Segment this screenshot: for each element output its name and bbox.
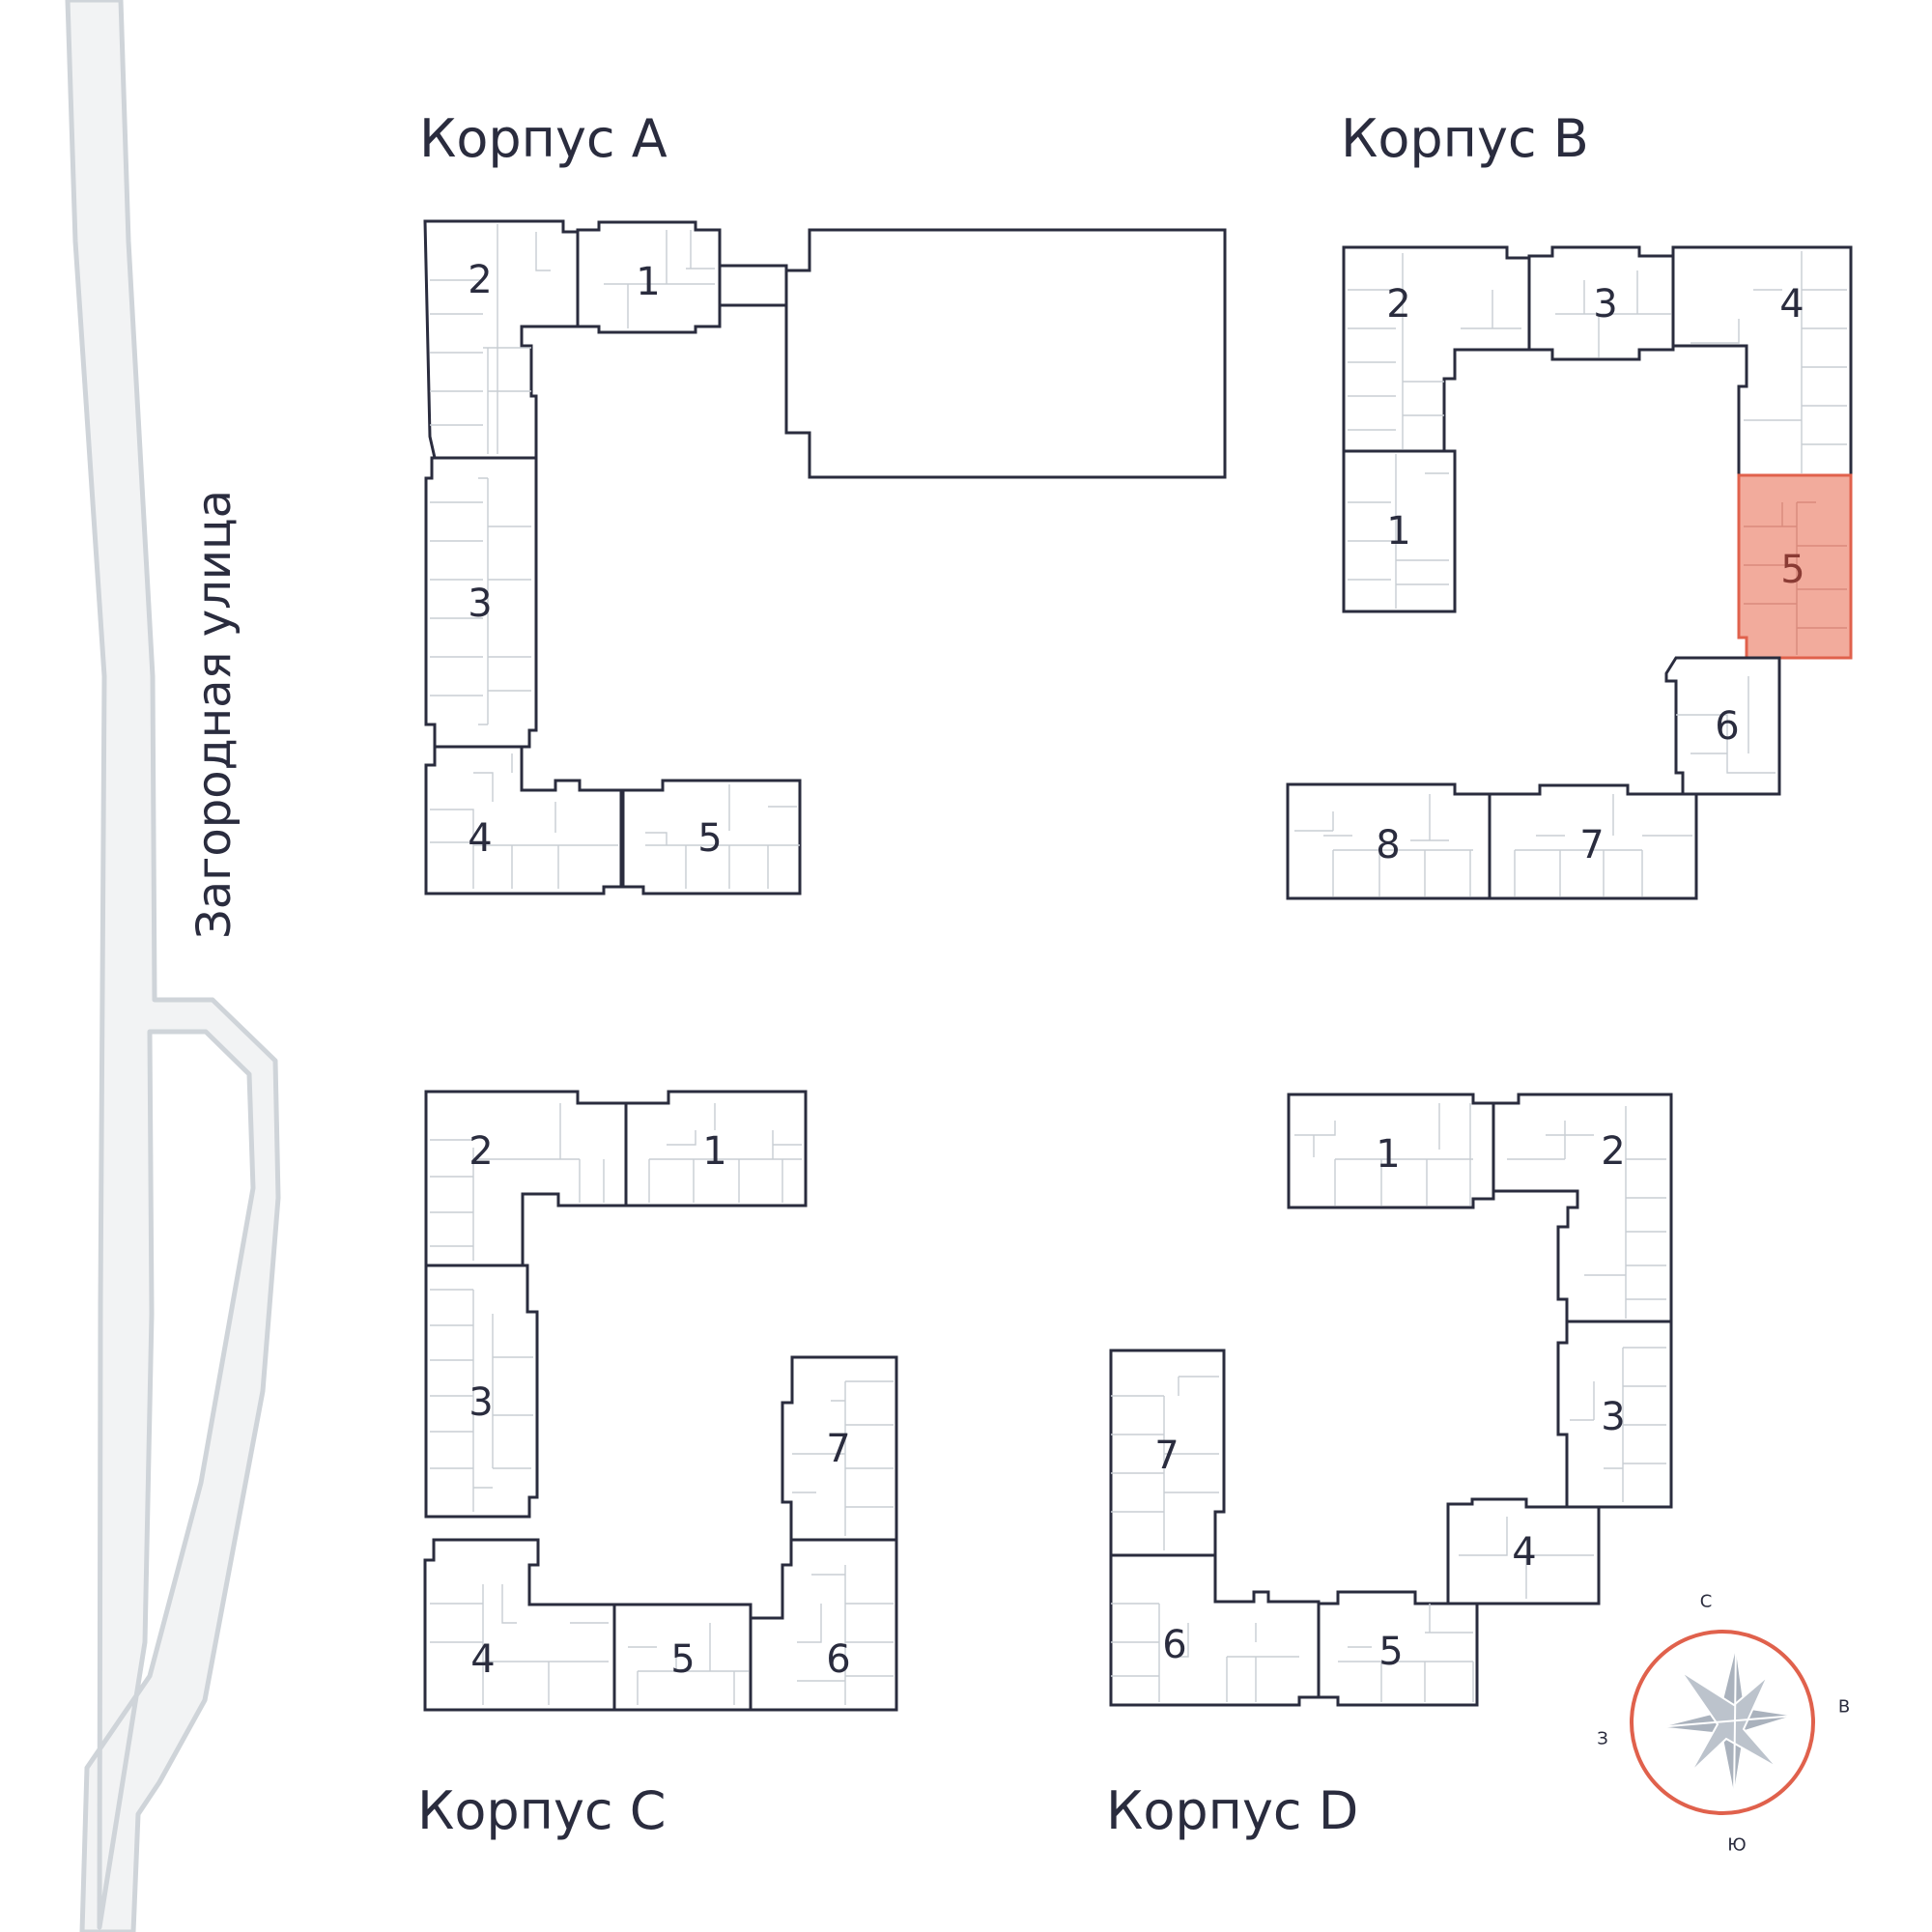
connector-a (718, 264, 788, 307)
section-c-3-rooms (430, 1289, 533, 1512)
section-c-1-rooms (648, 1103, 802, 1203)
section-d-5[interactable] (1317, 1590, 1479, 1707)
section-d-3[interactable] (1556, 1320, 1673, 1509)
section-c-4-rooms (430, 1584, 609, 1705)
compass-west: З (1597, 1729, 1608, 1749)
section-c-4-number: 4 (470, 1637, 495, 1682)
section-d-5-number: 5 (1378, 1630, 1403, 1674)
corpus-a: 2 1 3 4 5 (423, 219, 1227, 895)
section-c-4[interactable] (423, 1538, 616, 1712)
section-d-1-number: 1 (1376, 1132, 1400, 1177)
section-c-6-number: 6 (826, 1637, 850, 1682)
section-d-5-rooms (1338, 1604, 1474, 1702)
section-d-3-number: 3 (1601, 1395, 1625, 1439)
corpus-c: 2 1 3 4 5 6 7 (423, 1090, 898, 1712)
corpus-a-title: Корпус A (419, 108, 668, 169)
road-zagorodnaya (65, 0, 281, 1932)
compass-north: С (1700, 1592, 1713, 1612)
corpus-d: 1 2 3 4 5 6 7 (1109, 1093, 1673, 1707)
section-d-7-number: 7 (1154, 1434, 1179, 1478)
section-d-2[interactable] (1492, 1093, 1673, 1323)
corpus-c-title: Корпус C (417, 1780, 666, 1841)
section-c-3-number: 3 (469, 1380, 493, 1425)
section-d-7-rooms (1111, 1376, 1219, 1550)
section-a-5[interactable] (621, 779, 802, 895)
section-a-4[interactable] (424, 745, 623, 895)
section-a-1-number: 1 (636, 260, 660, 304)
section-c-1-number: 1 (702, 1129, 726, 1174)
section-a-5-number: 5 (697, 816, 722, 861)
section-a-1-rooms (604, 230, 715, 328)
corpus-d-title: Корпус D (1106, 1780, 1358, 1841)
section-c-6[interactable] (749, 1538, 898, 1712)
section-d-1-rooms (1294, 1103, 1473, 1206)
section-a-1[interactable] (576, 220, 722, 334)
section-c-7-rooms (792, 1380, 894, 1536)
section-a-5-rooms (645, 784, 800, 889)
section-b-4-rooms (1690, 251, 1847, 473)
section-a-4-rooms (430, 753, 618, 889)
section-b-2-rooms (1348, 253, 1521, 449)
section-d-4[interactable] (1446, 1497, 1601, 1605)
section-b-7-rooms (1514, 794, 1692, 896)
section-d-6-rooms (1111, 1603, 1299, 1702)
section-b-4-number: 4 (1779, 282, 1804, 327)
section-c-3[interactable] (424, 1264, 539, 1519)
section-b-8[interactable] (1286, 782, 1492, 900)
compass-ring (1630, 1630, 1815, 1815)
section-c-7[interactable] (781, 1355, 898, 1542)
section-c-5-rooms (628, 1623, 749, 1705)
section-c-2-rooms (430, 1103, 605, 1261)
section-a-3-rooms (430, 477, 531, 725)
compass-east: В (1838, 1697, 1850, 1718)
section-b-4[interactable] (1671, 245, 1853, 477)
compass: С В Ю З (1597, 1592, 1850, 1856)
section-b-1-number: 1 (1386, 509, 1410, 554)
corpus-b-title: Корпус B (1341, 108, 1589, 169)
section-a-3-number: 3 (468, 582, 492, 626)
section-b-1-rooms (1348, 454, 1449, 609)
section-b-6[interactable] (1664, 656, 1781, 796)
building-large-block (784, 228, 1227, 479)
section-c-7-number: 7 (826, 1427, 850, 1471)
section-c-1[interactable] (624, 1090, 808, 1208)
section-b-5-rooms (1744, 501, 1847, 655)
section-b-6-rooms (1676, 676, 1776, 774)
section-b-3-rooms (1555, 270, 1671, 357)
section-c-2[interactable] (424, 1090, 628, 1267)
section-c-6-rooms (797, 1565, 894, 1705)
section-b-3-number: 3 (1593, 282, 1617, 327)
section-d-2-rooms (1507, 1106, 1666, 1319)
section-d-4-rooms (1459, 1517, 1594, 1599)
section-d-3-rooms (1570, 1347, 1666, 1502)
section-b-6-number: 6 (1715, 704, 1739, 749)
compass-south: Ю (1727, 1835, 1746, 1856)
section-b-2[interactable] (1342, 245, 1531, 453)
section-c-2-number: 2 (469, 1129, 493, 1174)
corpus-b: 2 1 3 4 5 6 7 8 (1286, 245, 1853, 900)
section-b-7-number: 7 (1579, 823, 1604, 867)
section-d-6[interactable] (1109, 1553, 1321, 1707)
section-b-8-rooms (1294, 794, 1473, 896)
section-d-1[interactable] (1287, 1093, 1495, 1209)
section-d-4-number: 4 (1512, 1530, 1536, 1575)
compass-lines (1657, 1644, 1796, 1798)
section-a-2[interactable] (423, 219, 580, 460)
section-d-7[interactable] (1109, 1349, 1226, 1557)
section-c-5-number: 5 (670, 1637, 695, 1682)
section-d-6-number: 6 (1162, 1623, 1186, 1667)
street-label: Загородная улица (187, 490, 242, 939)
section-b-2-number: 2 (1386, 282, 1410, 327)
section-a-4-number: 4 (468, 816, 492, 861)
section-a-2-rooms (430, 224, 551, 454)
section-b-7[interactable] (1488, 783, 1698, 900)
section-d-2-number: 2 (1601, 1129, 1625, 1174)
section-b-5-number: 5 (1780, 548, 1804, 592)
section-a-2-number: 2 (468, 258, 492, 302)
section-b-8-number: 8 (1376, 823, 1400, 867)
